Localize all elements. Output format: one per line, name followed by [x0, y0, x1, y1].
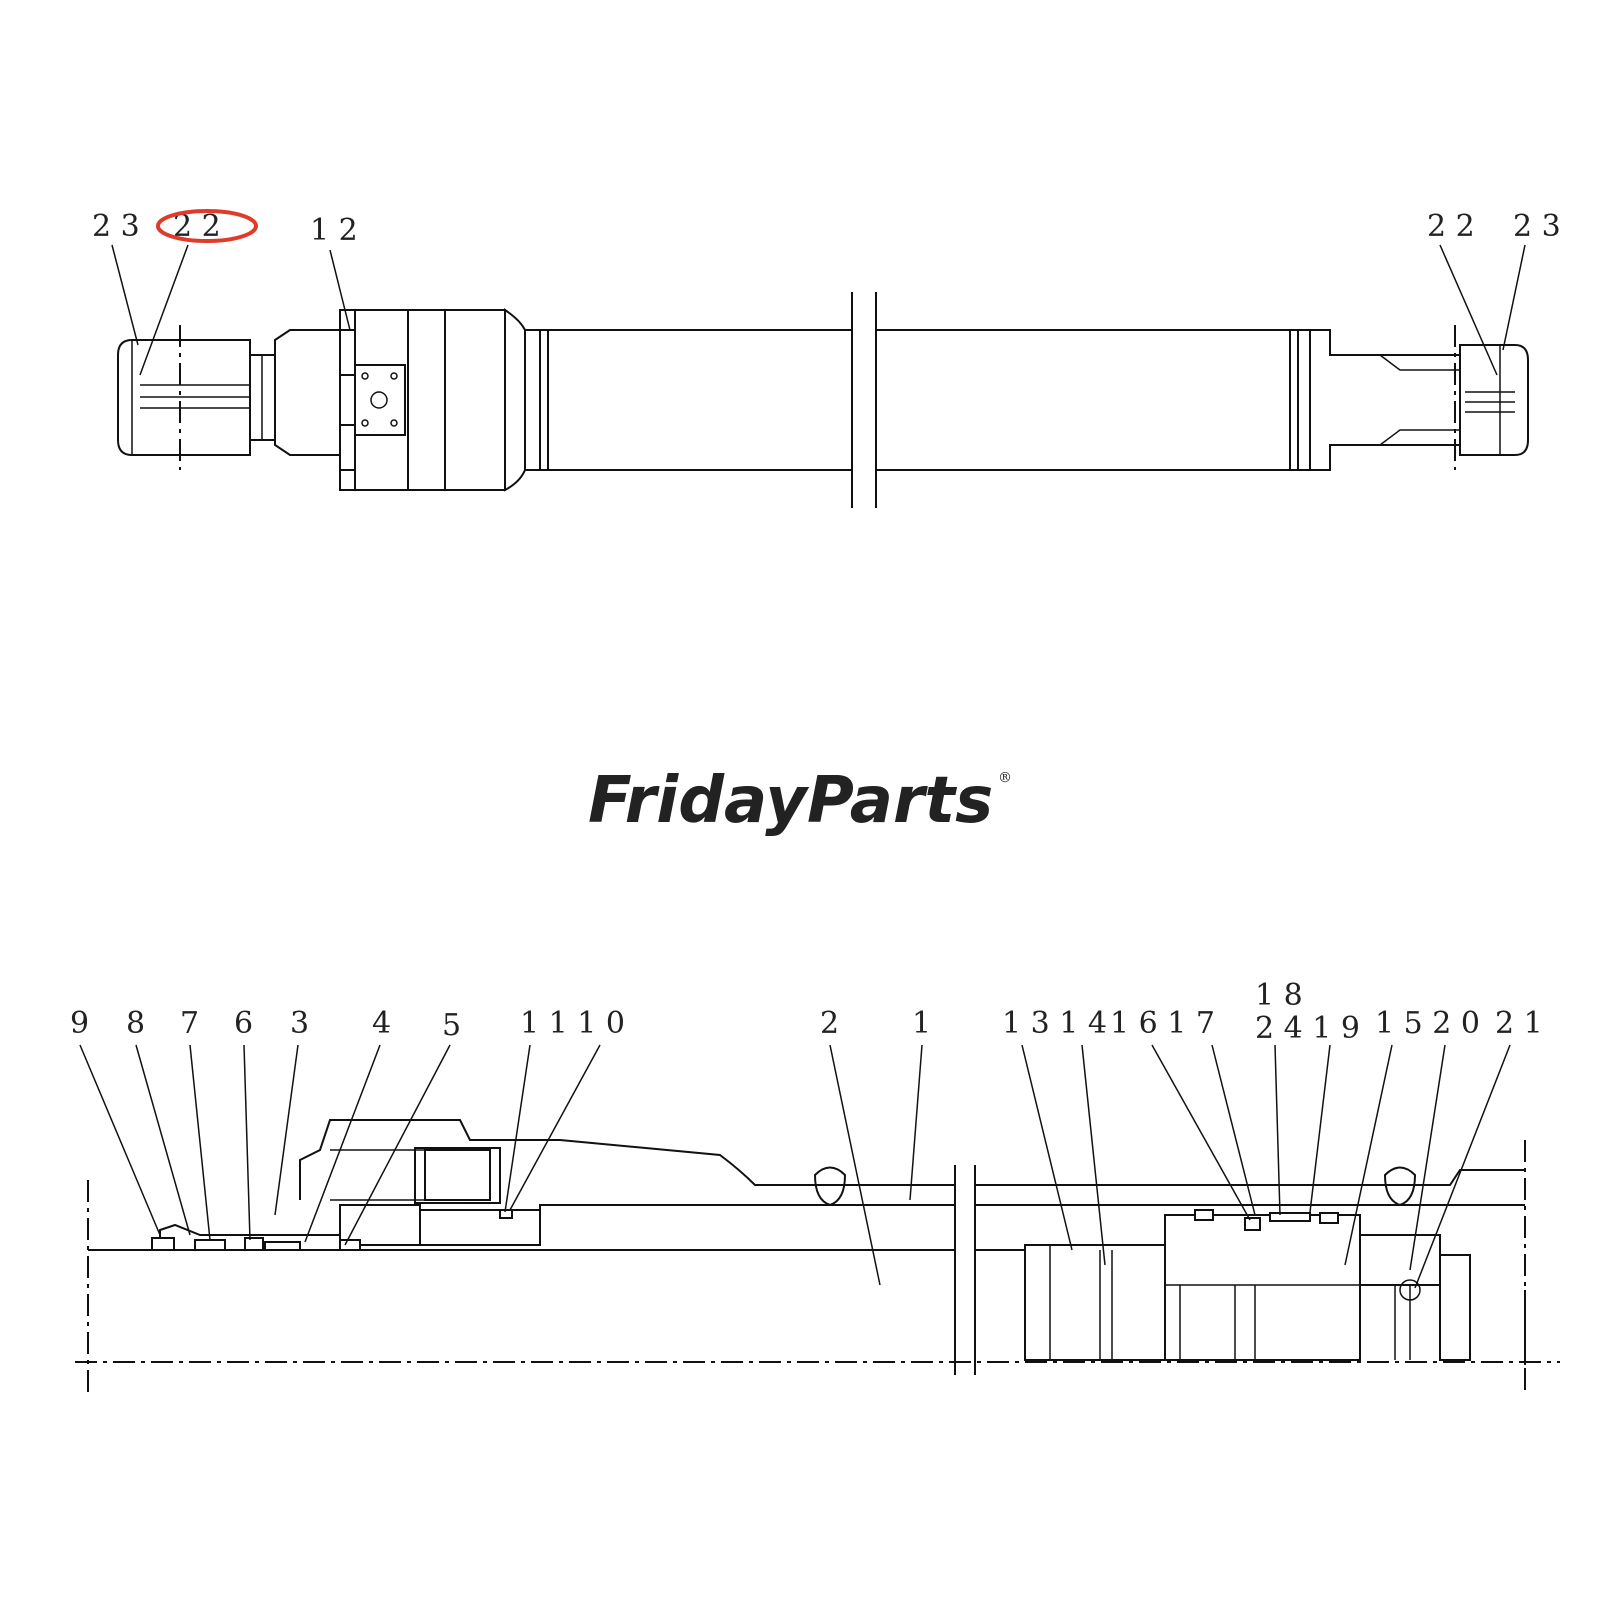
callout-7: 7	[180, 1006, 199, 1041]
cylinder-head-section	[151, 1119, 955, 1251]
callout-2: 2	[820, 1006, 839, 1041]
callout-1: 1	[912, 1006, 931, 1041]
callout-21: 2 1	[1495, 1006, 1543, 1041]
registered-mark: ®	[998, 770, 1012, 786]
callout-13-14: 1 3 1 4	[1002, 1006, 1107, 1041]
top-callouts: 2 3 2 2 1 2 2 2 2 3	[92, 209, 1561, 376]
cylinder-exterior-view: 2 3 2 2 1 2 2 2 2 3	[92, 209, 1561, 510]
callout-9: 9	[70, 1006, 89, 1041]
cylinder-barrel	[524, 290, 1311, 510]
logo-wordmark: FridayParts	[588, 764, 993, 838]
callout-23-right: 2 3	[1513, 209, 1561, 244]
callout-6: 6	[234, 1006, 253, 1041]
section-callouts: 9 8 7 6 3 4 5 1 1 1 0 2 1 1 3 1 4 1 6 1 …	[70, 978, 1543, 1289]
callout-23-left: 2 3	[92, 209, 140, 244]
callout-8: 8	[126, 1006, 145, 1041]
callout-15-20: 1 5 2 0	[1375, 1006, 1480, 1041]
callout-12: 1 2	[310, 213, 358, 248]
callout-3: 3	[290, 1006, 309, 1041]
callout-5: 5	[442, 1008, 461, 1043]
fridayparts-logo: FridayParts ®	[588, 764, 1012, 838]
highlight-circle	[156, 209, 258, 243]
rod-end-head	[274, 308, 526, 492]
callout-18: 1 8	[1255, 978, 1303, 1013]
right-rod-end	[1309, 325, 1529, 471]
piston-section	[975, 1166, 1526, 1365]
callout-22-right: 2 2	[1427, 209, 1475, 244]
callout-16-17: 1 6 1 7	[1110, 1006, 1215, 1041]
left-rod-eye	[117, 325, 276, 470]
callout-4: 4	[372, 1006, 391, 1041]
callout-11-10: 1 1 1 0	[520, 1006, 625, 1041]
cylinder-section-view: 9 8 7 6 3 4 5 1 1 1 0 2 1 1 3 1 4 1 6 1 …	[70, 978, 1560, 1395]
callout-24-19: 2 4 1 9	[1255, 1011, 1360, 1046]
